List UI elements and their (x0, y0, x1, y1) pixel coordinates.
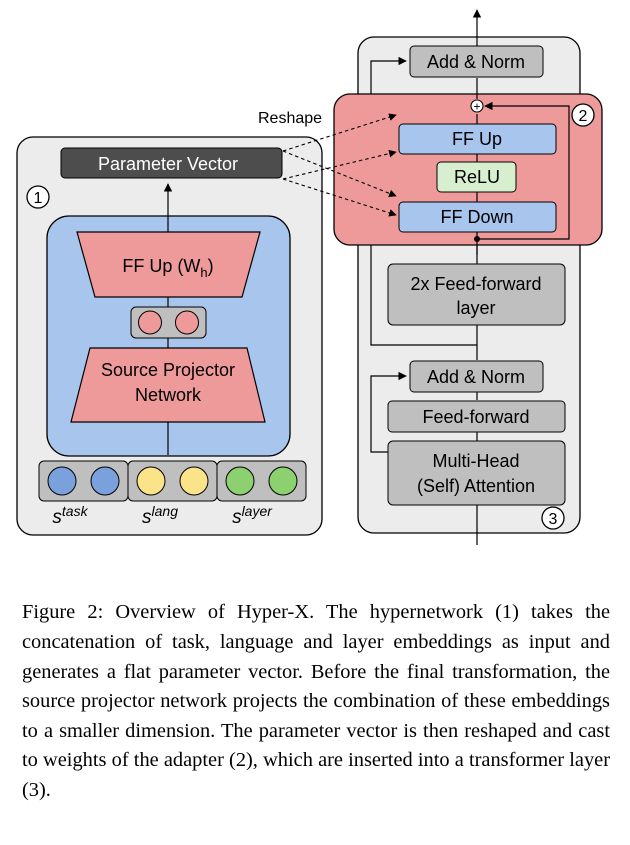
add-norm-bottom-box: Add & Norm (409, 360, 544, 393)
parameter-vector-label: Parameter Vector (98, 154, 238, 174)
hypernetwork-panel: 1 Parameter Vector FF Up (Wh) (16, 136, 323, 536)
reshape-arrow-ff-down-2 (282, 178, 397, 217)
transformer-panel: Add & Norm 2x Feed-forward layer Add & N… (357, 9, 581, 545)
svg-text:FF Up (Wh): FF Up (Wh) (122, 256, 213, 280)
adapter-skip-connection (477, 101, 570, 240)
hypernetwork-number-badge: 1 (26, 185, 50, 209)
embedding-lang: slang (127, 460, 218, 528)
adapter-ff-up-label: FF Up (452, 129, 502, 149)
transformer-number: 3 (549, 511, 558, 528)
embedding-layer: slayer (216, 460, 307, 528)
reshape-arrow-ff-up (282, 113, 397, 152)
svg-text:stask: stask (52, 503, 88, 528)
mha-label-1: Multi-Head (432, 451, 519, 471)
adapter-relu-label: ReLU (454, 167, 500, 187)
parameter-vector-box: Parameter Vector (60, 147, 283, 179)
multihead-attention-box: Multi-Head (Self) Attention (387, 440, 566, 506)
feedforward-label: Feed-forward (422, 407, 529, 427)
figure-caption: Figure 2: Overview of Hyper-X. The hyper… (22, 601, 610, 801)
ff-up-wh-block: FF Up (Wh) (76, 231, 261, 298)
bottleneck-node (175, 310, 199, 335)
adapter-add-node: + (470, 99, 484, 114)
adapter-relu-box: ReLU (436, 161, 517, 193)
add-norm-top-label: Add & Norm (427, 52, 525, 72)
adapter-ff-up-box: FF Up (398, 123, 557, 155)
embedding-lang-base: s (142, 507, 152, 528)
adapter-plus-label: + (473, 100, 480, 114)
adapter-number-badge: 2 (571, 103, 595, 127)
mha-label-2: (Self) Attention (417, 476, 535, 496)
ff-up-wh-subscript: h (200, 265, 207, 280)
source-projector-label-2: Network (135, 385, 202, 405)
embedding-layer-sup: layer (242, 503, 274, 519)
feedforward-2x-label-2: layer (456, 298, 495, 318)
adapter-ff-down-label: FF Down (440, 207, 513, 227)
embedding-task-base: s (52, 507, 62, 528)
transformer-number-badge: 3 (541, 506, 565, 530)
reshape-arrows (282, 113, 397, 217)
add-norm-bottom-label: Add & Norm (427, 367, 525, 387)
reshape-label: Reshape (258, 110, 322, 127)
hypernetwork-number: 1 (34, 190, 43, 207)
embedding-lang-sup: lang (152, 503, 179, 519)
bottleneck-layer (130, 306, 207, 339)
source-projector-label-1: Source Projector (101, 360, 235, 380)
embedding-task-sup: task (62, 503, 89, 519)
feedforward-box: Feed-forward (387, 400, 566, 433)
hyper-x-diagram: 1 Parameter Vector FF Up (Wh) (16, 9, 603, 545)
bottleneck-node (138, 310, 162, 335)
ff-up-wh-close: ) (208, 256, 214, 276)
adapter-number: 2 (579, 108, 588, 125)
svg-text:slang: slang (142, 503, 178, 528)
ff-up-wh-label: FF Up (W (122, 256, 200, 276)
feedforward-2x-label-1: 2x Feed-forward (410, 274, 541, 294)
feedforward-2x-box: 2x Feed-forward layer (387, 263, 566, 326)
svg-text:slayer: slayer (232, 503, 273, 528)
embedding-layer-base: s (232, 507, 242, 528)
adapter-panel: + FF Up ReLU FF Down 2 (333, 88, 603, 255)
source-projector-block: Source Projector Network (70, 347, 266, 423)
adapter-ff-down-box: FF Down (398, 201, 557, 233)
add-norm-top-box: Add & Norm (409, 45, 544, 78)
reshape-arrow-ff-down (282, 150, 397, 198)
